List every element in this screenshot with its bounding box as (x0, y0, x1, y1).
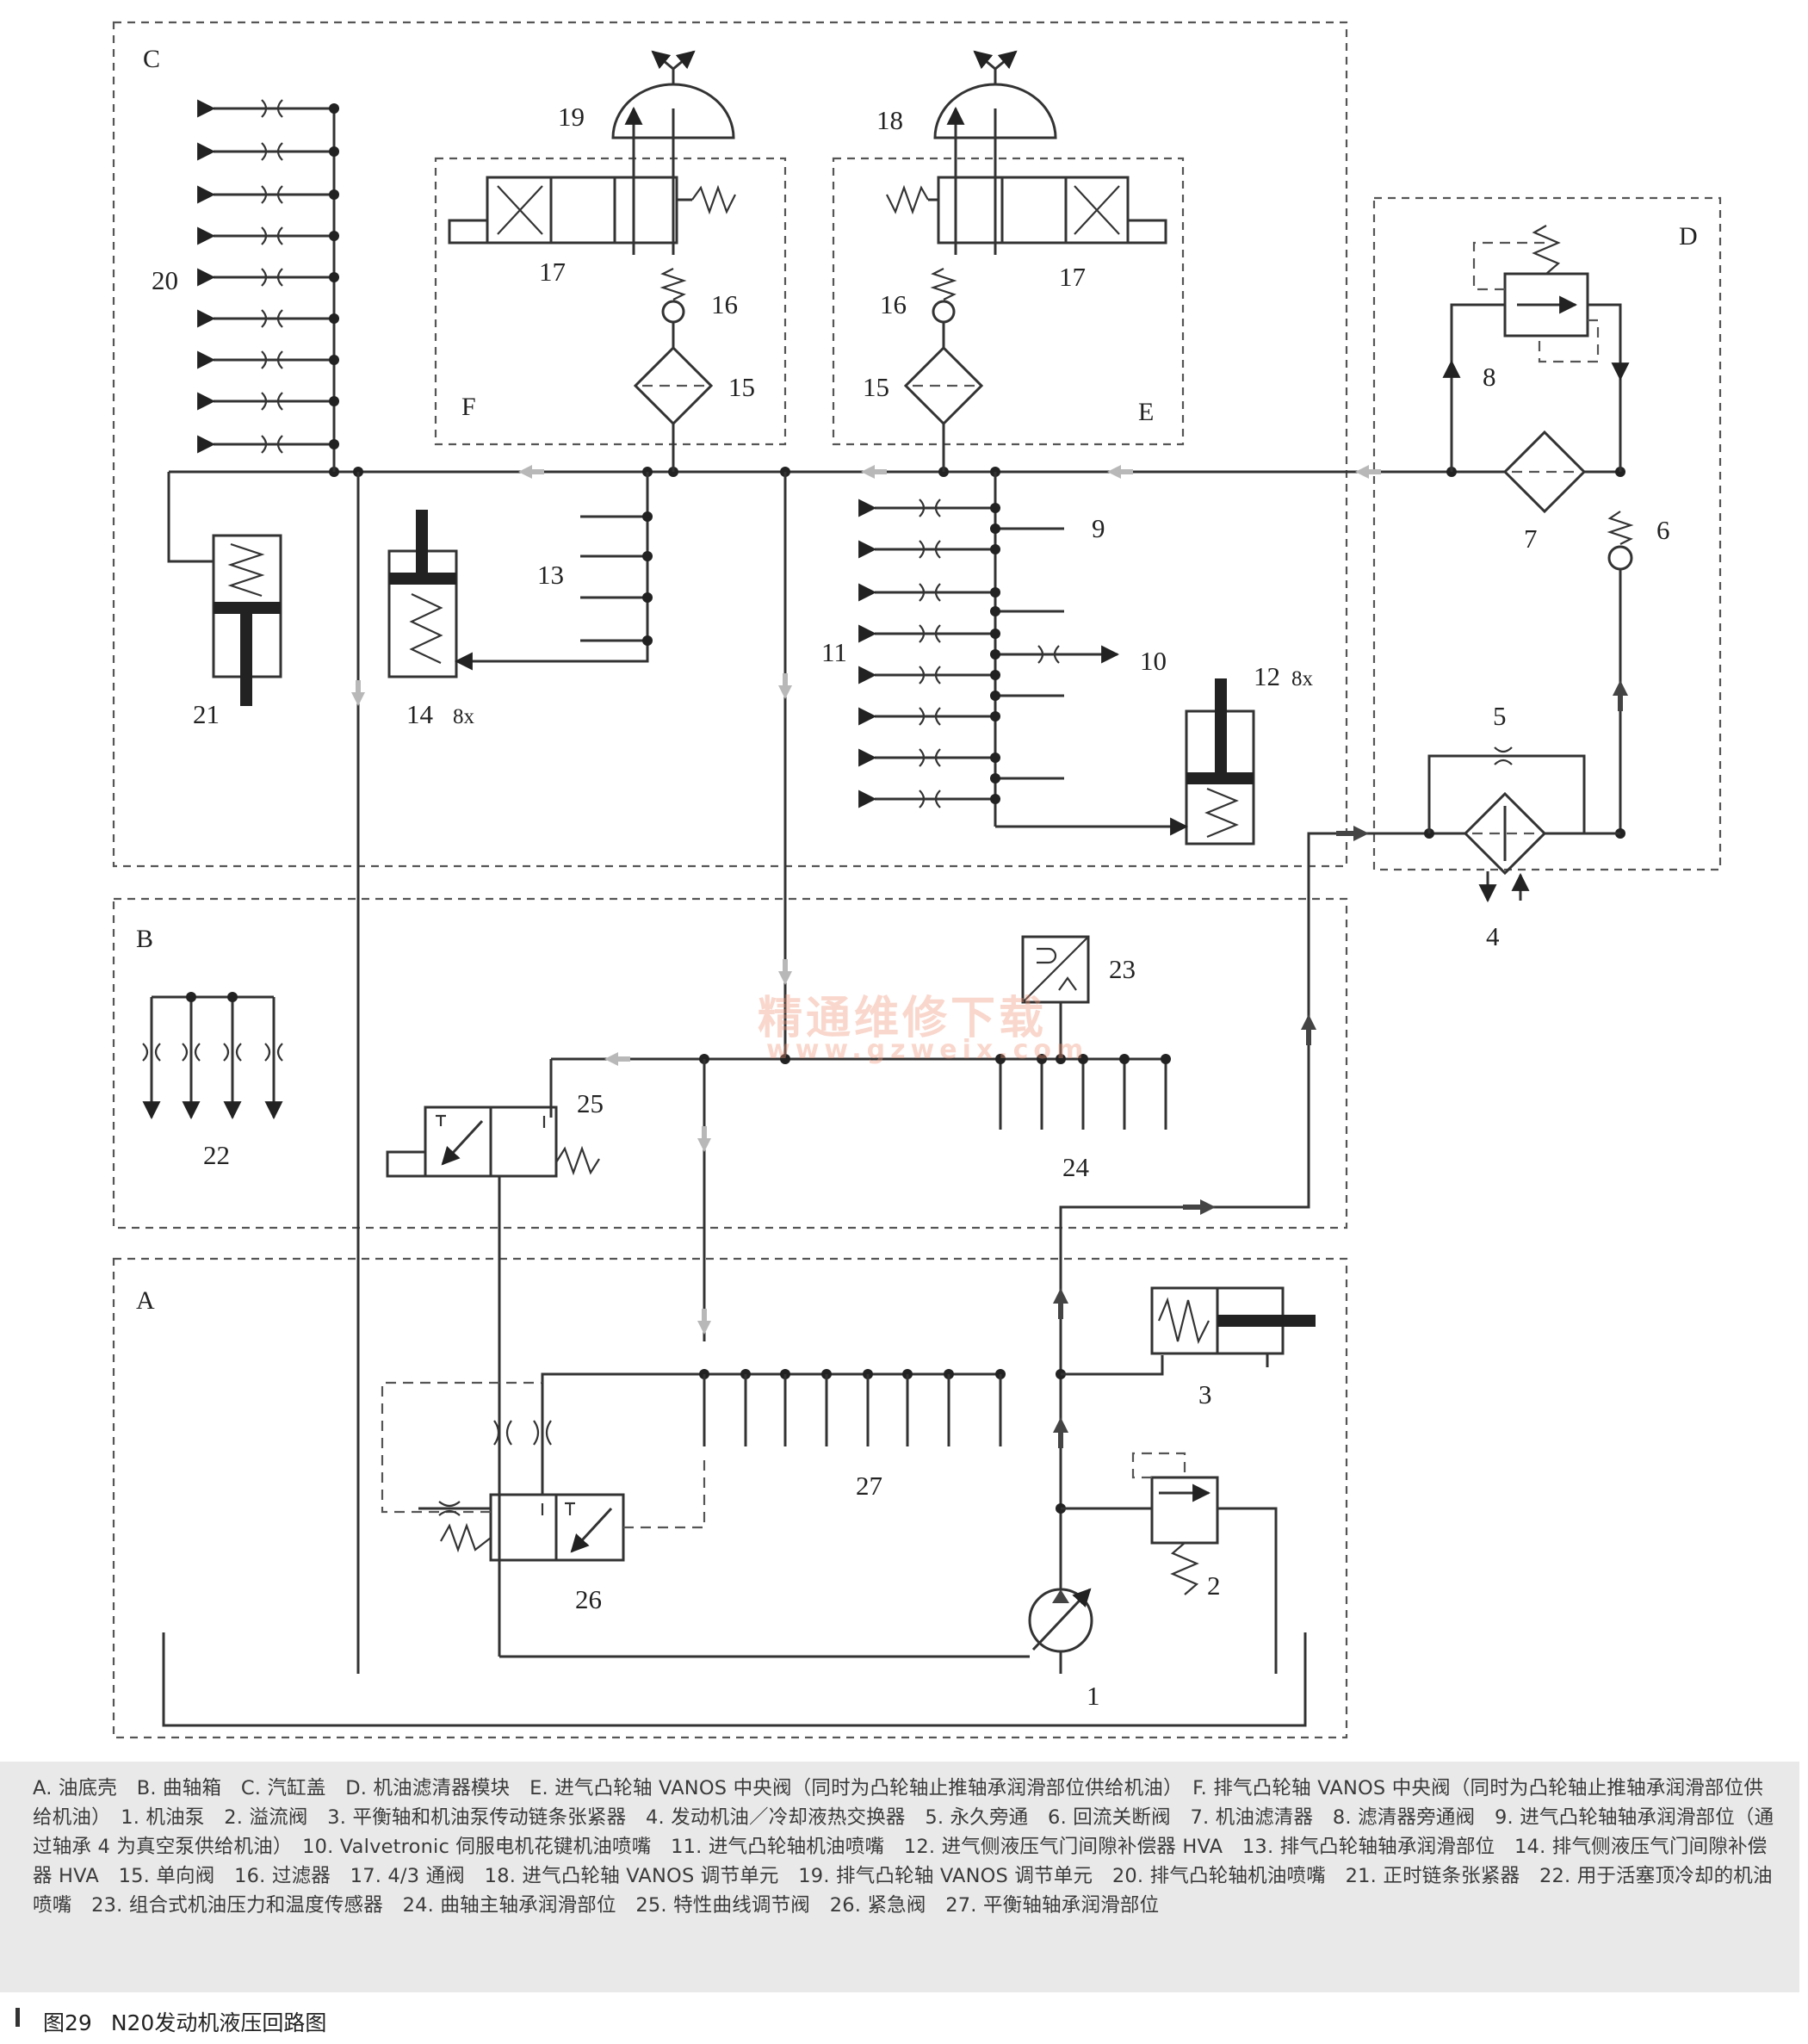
zone-label-b: B (136, 925, 153, 953)
zone-label-a: A (136, 1286, 155, 1315)
label-6: 6 (1656, 515, 1670, 545)
legend-caption-box: A. 油底壳 B. 曲轴箱 C. 汽缸盖 D. 机油滤清器模块 E. 进气凸轮轴… (0, 1762, 1799, 1992)
oil-coolant-heat-exchanger-4 (1412, 791, 1584, 903)
exhaust-check-valve-16 (659, 268, 687, 324)
figure-number: 图29 (43, 2010, 92, 2035)
balance-chain-tensioner-3 (1061, 1286, 1316, 1376)
exhaust-cam-oil-jets-20 (197, 99, 339, 472)
label-12-count: 8x (1291, 667, 1314, 691)
figure-title: 图29 N20发动机液压回路图 (43, 2006, 345, 2037)
intake-check-valve-16 (930, 268, 957, 324)
zone-label-c: C (143, 45, 160, 73)
label-14-count: 8x (453, 705, 475, 728)
label-3: 3 (1198, 1379, 1212, 1409)
emergency-valve-26 (381, 1381, 706, 1562)
label-10: 10 (1140, 646, 1167, 676)
exhaust-strainer-15 (633, 322, 714, 472)
label-18: 18 (876, 105, 903, 135)
zone-label-f: F (461, 393, 476, 421)
balance-shaft-bearings-27 (541, 1369, 1006, 1446)
label-19: 19 (558, 102, 585, 132)
label-24: 24 (1062, 1152, 1090, 1182)
permanent-bypass-5 (1427, 746, 1586, 833)
exhaust-hva-14 (387, 472, 649, 678)
label-2: 2 (1207, 1570, 1221, 1601)
oil-pressure-temp-sensor-23 (1021, 935, 1090, 1059)
label-23: 23 (1109, 954, 1136, 984)
label-4: 4 (1486, 921, 1500, 951)
crank-main-bearings-24 (551, 1052, 1171, 1341)
watermark-text: 精通维修下载 (758, 993, 1048, 1044)
label-25: 25 (577, 1088, 604, 1118)
valvetronic-jet-10 (990, 645, 1120, 664)
intake-hva-12 (995, 678, 1255, 845)
legend-caption-text: A. 油底壳 B. 曲轴箱 C. 汽缸盖 D. 机油滤清器模块 E. 进气凸轮轴… (33, 1777, 1774, 1917)
label-7: 7 (1524, 523, 1538, 554)
label-5: 5 (1493, 701, 1507, 731)
zone-a-boundary (112, 1257, 1348, 1739)
characteristic-map-valve-25 (386, 1059, 600, 1657)
hydraulic-circuit-diagram: C D B A F E (112, 21, 1722, 1739)
label-26: 26 (575, 1584, 602, 1614)
label-14: 14 (406, 699, 434, 729)
zone-d-boundary (1372, 196, 1722, 871)
zone-c-boundary (112, 21, 1348, 868)
label-11: 11 (821, 637, 847, 667)
exhaust-cam-bearings-13 (580, 511, 653, 646)
label-9: 9 (1092, 513, 1105, 543)
piston-cooling-jets-22 (142, 992, 283, 1120)
exhaust-4-3-valve-17 (448, 106, 736, 255)
label-8: 8 (1483, 362, 1496, 392)
timing-chain-tensioner-21 (167, 472, 282, 706)
label-16-f: 16 (711, 289, 738, 319)
oil-pan-sump (162, 1632, 1307, 1727)
label-22: 22 (203, 1140, 230, 1170)
intake-cam-oil-jets-11 (858, 472, 1000, 827)
exhaust-vanos-19 (611, 50, 735, 139)
intake-strainer-15 (903, 322, 984, 472)
label-27: 27 (856, 1471, 882, 1501)
label-21: 21 (193, 699, 220, 729)
label-1: 1 (1087, 1681, 1100, 1711)
label-13: 13 (537, 560, 564, 590)
label-12: 12 (1254, 661, 1280, 691)
label-17-e: 17 (1059, 262, 1086, 292)
intake-cam-bearings-9 (990, 523, 1064, 784)
label-15-f: 15 (728, 372, 755, 402)
label-17-f: 17 (539, 257, 566, 287)
label-15-e: 15 (863, 372, 889, 402)
zone-label-d: D (1679, 222, 1698, 251)
label-16-e: 16 (880, 289, 907, 319)
filter-module-d (1429, 225, 1634, 839)
zone-label-e: E (1138, 398, 1154, 426)
pressure-relief-valve-2 (1061, 1452, 1278, 1674)
main-oil-gallery (169, 465, 1429, 479)
oil-pump-1 (499, 1207, 1093, 1674)
watermark-url: www.gzweix.com (766, 1035, 1089, 1065)
intake-4-3-valve-17 (886, 106, 1167, 255)
label-20: 20 (152, 265, 178, 295)
intake-vanos-18 (933, 50, 1057, 139)
zone-b-boundary (112, 897, 1348, 1229)
figure-title-bar (15, 2008, 20, 2027)
main-supply-line (1059, 832, 1412, 1209)
figure-title-text: N20发动机液压回路图 (110, 2010, 327, 2035)
